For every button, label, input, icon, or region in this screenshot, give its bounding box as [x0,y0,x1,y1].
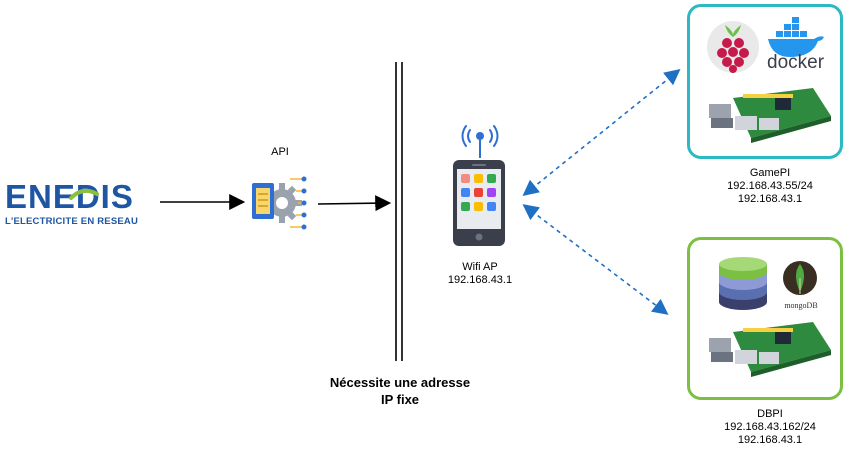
mongodb-logo-text: mongoDB [784,301,818,310]
fixed-ip-note-line1: Nécessite une adresse [329,375,471,390]
raspberry-pi-logo-icon [707,21,759,73]
enedis-green-swoosh-icon [69,188,99,200]
fixed-ip-note: Nécessite une adresse IP fixe [300,374,500,408]
arrow-api-to-network [317,195,392,212]
gamepi-ip: 192.168.43.55/24 [727,180,813,192]
wifi-ap-name: Wifi AP [462,261,498,273]
wifi-ap-label: Wifi AP 192.168.43.1 [430,261,530,287]
dbpi-name: DBPI [757,408,783,420]
gamepi-name: GamePI [749,167,791,179]
gamepi-info: GamePI 192.168.43.55/24 192.168.43.1 [700,167,840,206]
dbpi-info: DBPI 192.168.43.162/24 192.168.43.1 [700,408,840,447]
dashed-arrow-phone-dbpi [522,204,669,315]
enedis-logo-text: ENEDIS [5,178,134,215]
api-label: API [271,146,289,158]
enedis-tagline: L'ELECTRICITE EN RESEAU [5,216,139,227]
smartphone-wifi-icon [453,125,505,246]
mongodb-logo-icon [783,261,817,295]
raspberry-pi-board-icon [709,88,831,143]
wifi-ap-ip: 192.168.43.1 [447,274,513,286]
raspberry-pi-board-icon [709,322,831,377]
gamepi-box [687,4,843,159]
dbpi-box [687,237,843,400]
docker-logo-icon [768,17,824,57]
gamepi-gateway: 192.168.43.1 [737,193,803,205]
dbpi-ip: 192.168.43.162/24 [724,421,816,433]
fixed-ip-note-line2: IP fixe [380,392,420,407]
api-gear-icon [252,176,307,230]
enedis-logo: ENEDIS L'ELECTRICITE EN RESEAU [5,180,150,230]
dbpi-gateway: 192.168.43.1 [737,434,803,446]
database-stack-icon [719,257,767,310]
docker-logo-text: docker [767,52,825,73]
dashed-arrow-phone-gamepi [522,68,681,197]
